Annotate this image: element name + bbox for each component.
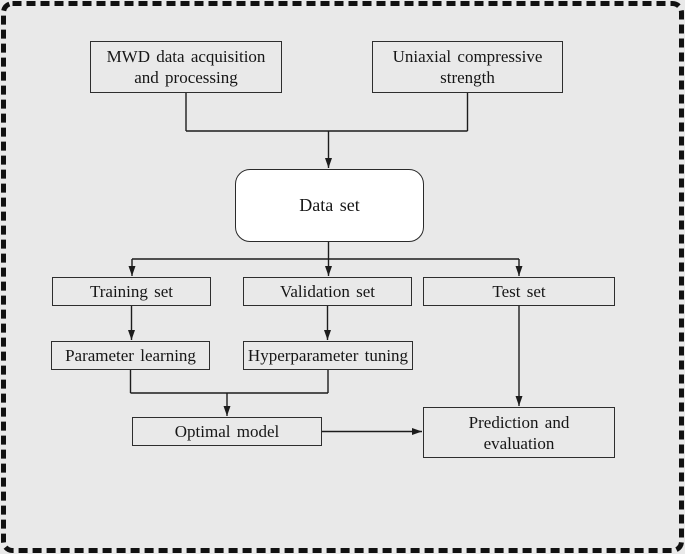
node-parameter-learning: Parameter learning	[51, 341, 210, 370]
node-optimal-model-label: Optimal model	[174, 422, 280, 441]
node-ucs-label-line1: Uniaxial compressive	[392, 47, 543, 66]
node-validation-set: Validation set	[243, 277, 412, 306]
node-test-set: Test set	[423, 277, 615, 306]
node-mwd-label-line2: and processing	[134, 68, 238, 87]
node-training-set-label: Training set	[89, 282, 174, 301]
node-prediction-label-line2: evaluation	[483, 433, 555, 453]
node-training-set: Training set	[52, 277, 211, 306]
node-ucs-label-line2: strength	[440, 68, 495, 87]
node-prediction-label-line1: Prediction and	[468, 412, 570, 432]
node-hyperparameter-tuning: Hyperparameter tuning	[243, 341, 413, 370]
node-prediction-evaluation: Prediction and evaluation	[423, 407, 615, 458]
node-data-set: Data set	[235, 169, 424, 242]
node-parameter-learning-label: Parameter learning	[65, 346, 196, 365]
node-test-set-label: Test set	[492, 282, 546, 301]
node-hyperparameter-tuning-label: Hyperparameter tuning	[247, 346, 409, 365]
node-mwd-label-line1: MWD data acquisition	[106, 47, 266, 66]
node-validation-set-label: Validation set	[279, 282, 375, 301]
node-mwd-data-acquisition: MWD data acquisition and processing	[90, 41, 282, 93]
node-uniaxial-compressive-strength: Uniaxial compressive strength	[372, 41, 563, 93]
node-data-set-label: Data set	[299, 195, 360, 215]
node-optimal-model: Optimal model	[132, 417, 322, 446]
